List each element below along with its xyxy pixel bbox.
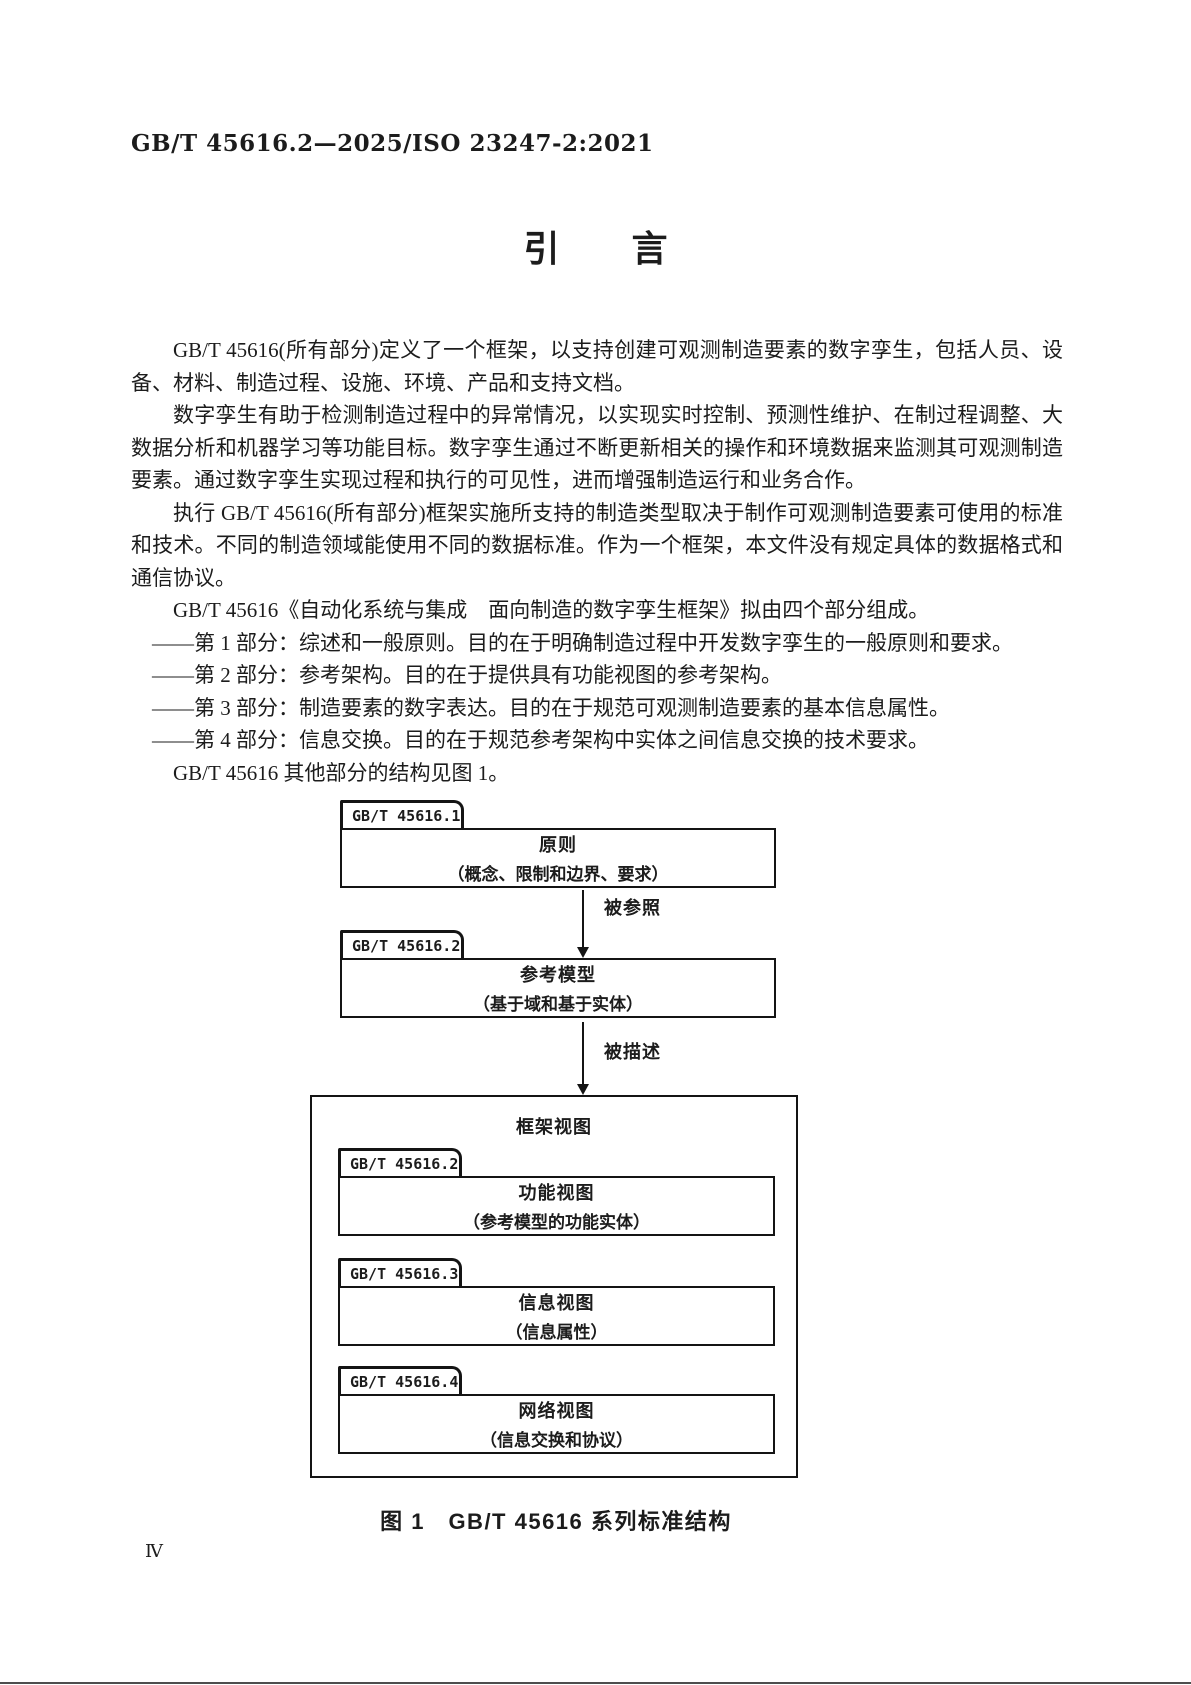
intro-body: GB/T 45616(所有部分)定义了一个框架，以支持创建可观测制造要素的数字孪…	[131, 334, 1063, 789]
intro-paragraph: 执行 GB/T 45616(所有部分)框架实施所支持的制造类型取决于制作可观测制…	[131, 500, 1063, 590]
intro-paragraph: GB/T 45616《自动化系统与集成 面向制造的数字孪生框架》拟由四个部分组成…	[173, 598, 930, 622]
series-part-item: ——第 1 部分：综述和一般原则。目的在于明确制造过程中开发数字孪生的一般原则和…	[152, 630, 1013, 655]
package-subtitle: （参考模型的功能实体）	[463, 1213, 650, 1232]
series-part-item: ——第 2 部分：参考架构。目的在于提供具有功能视图的参考架构。	[152, 663, 782, 687]
package-tab: GB/T 45616.2	[338, 1148, 462, 1176]
relation-arrow-described	[577, 1022, 589, 1095]
series-part-item: ——第 3 部分：制造要素的数字表达。目的在于规范可观测制造要素的基本信息属性。	[152, 695, 950, 720]
package-body: 功能视图 （参考模型的功能实体）	[338, 1176, 775, 1236]
package-tab: GB/T 45616.4	[338, 1366, 462, 1394]
package-tab: GB/T 45616.1	[340, 800, 464, 828]
arrow-line	[582, 1022, 584, 1084]
package-subtitle: （信息交换和协议）	[480, 1431, 633, 1450]
package-title: 网络视图	[518, 1401, 595, 1421]
figure-caption: 图 1 GB/T 45616 系列标准结构	[380, 1509, 732, 1534]
standard-number-header: GB/T 45616.2—2025/ISO 23247-2:2021	[131, 130, 654, 157]
arrow-down-icon	[577, 1084, 589, 1095]
package-tab: GB/T 45616.3	[338, 1258, 462, 1286]
intro-paragraph: 数字孪生有助于检测制造过程中的异常情况，以实现实时控制、预测性维护、在制过程调整…	[131, 403, 1063, 492]
relation-label: 被描述	[604, 1042, 661, 1062]
package-tab: GB/T 45616.2	[340, 930, 464, 958]
framework-view-title: 框架视图	[516, 1117, 592, 1137]
page-number: Ⅳ	[145, 1541, 163, 1561]
arrow-down-icon	[577, 947, 589, 958]
package-title: 原则	[539, 835, 577, 855]
arrow-line	[582, 890, 584, 947]
package-title: 参考模型	[520, 965, 596, 985]
package-subtitle: （信息属性）	[505, 1323, 608, 1342]
relation-arrow-referenced	[577, 890, 589, 958]
package-gbt-45616-3-information-view: GB/T 45616.3 信息视图 （信息属性）	[338, 1258, 775, 1346]
figure-series-structure: GB/T 45616.1 原则 （概念、限制和边界、要求） 被参照 GB/T 4…	[310, 798, 802, 1482]
relation-label: 被参照	[604, 898, 661, 918]
intro-paragraph: GB/T 45616 其他部分的结构见图 1。	[173, 760, 510, 785]
package-body: 原则 （概念、限制和边界、要求）	[340, 828, 776, 888]
package-title: 功能视图	[518, 1183, 595, 1203]
page-title: 引 言	[523, 228, 668, 269]
package-gbt-45616-2-functional-view: GB/T 45616.2 功能视图 （参考模型的功能实体）	[338, 1148, 775, 1236]
package-gbt-45616-2: GB/T 45616.2 参考模型 （基于域和基于实体）	[340, 930, 776, 1018]
package-gbt-45616-4-network-view: GB/T 45616.4 网络视图 （信息交换和协议）	[338, 1366, 775, 1454]
package-subtitle: （概念、限制和边界、要求）	[447, 865, 669, 884]
package-subtitle: （基于域和基于实体）	[473, 995, 643, 1014]
intro-paragraph: GB/T 45616(所有部分)定义了一个框架，以支持创建可观测制造要素的数字孪…	[131, 338, 1063, 395]
package-body: 信息视图 （信息属性）	[338, 1286, 775, 1346]
series-part-item: ——第 4 部分：信息交换。目的在于规范参考架构中实体之间信息交换的技术要求。	[152, 728, 929, 752]
page-bottom-edge-line	[0, 1682, 1191, 1684]
package-body: 参考模型 （基于域和基于实体）	[340, 958, 776, 1018]
package-title: 信息视图	[518, 1293, 595, 1313]
package-body: 网络视图 （信息交换和协议）	[338, 1394, 775, 1454]
package-gbt-45616-1: GB/T 45616.1 原则 （概念、限制和边界、要求）	[340, 800, 776, 888]
